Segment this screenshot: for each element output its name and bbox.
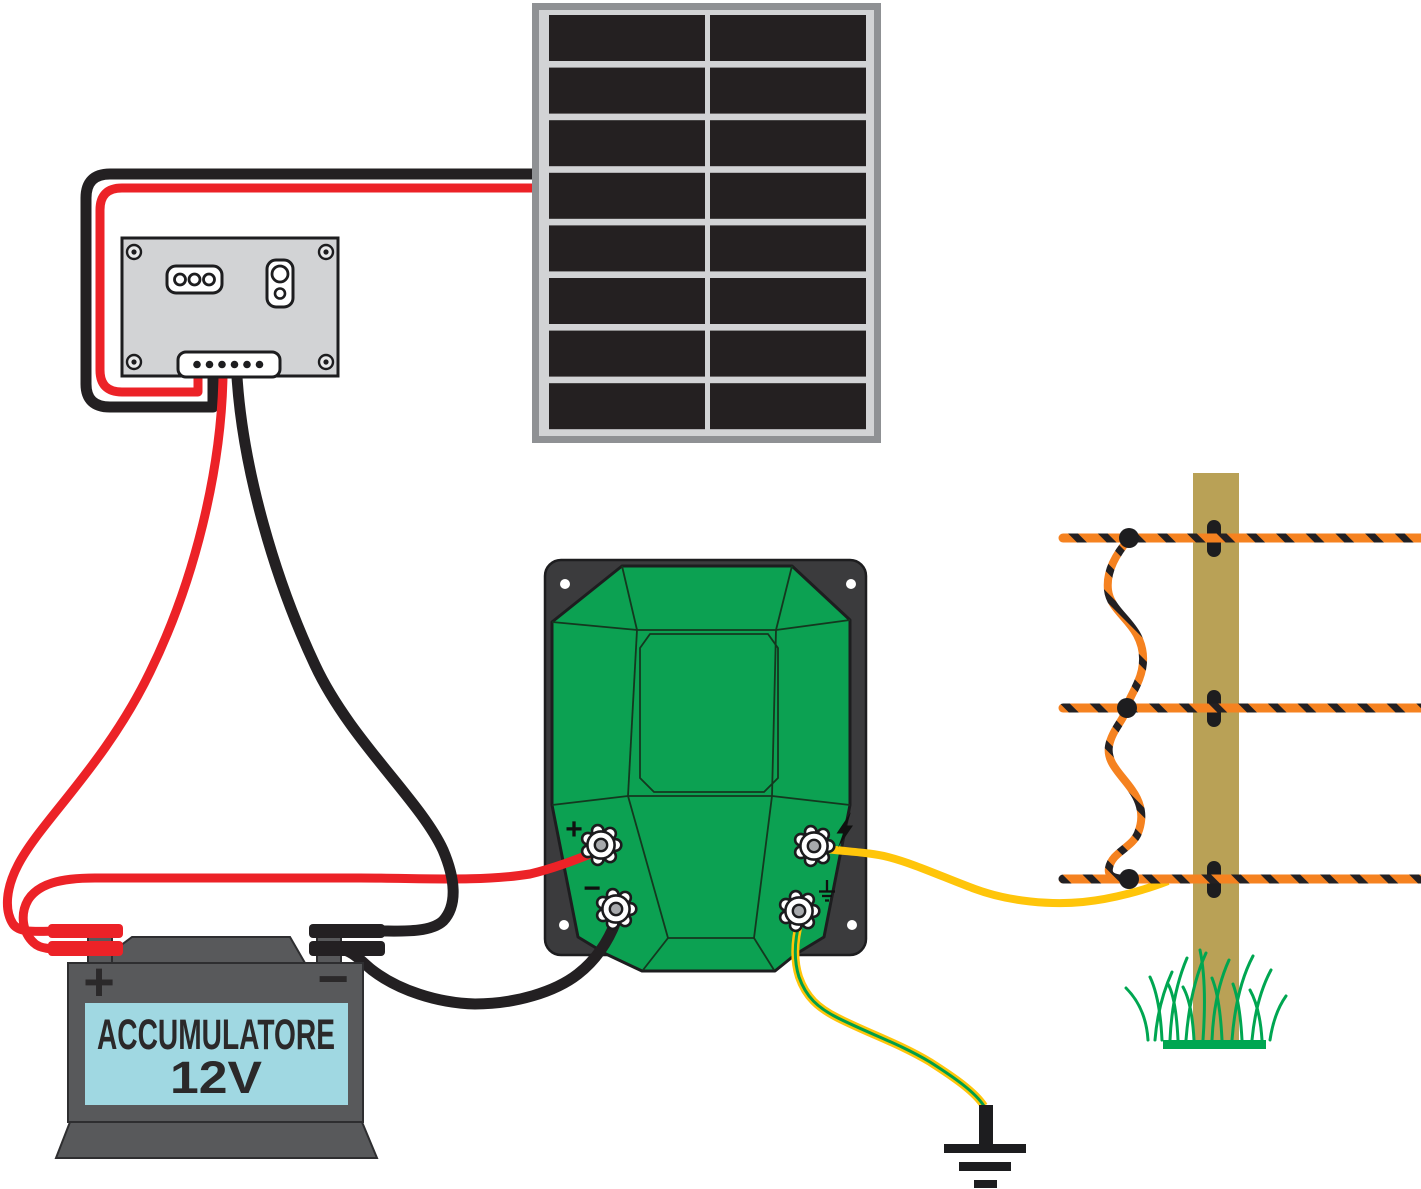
ground-rod-icon (944, 1105, 1026, 1188)
solar-cell (710, 15, 866, 61)
energizer-plus-label: + (565, 813, 583, 846)
energizer-battery-wire-black (338, 918, 622, 1010)
fence-wires (1058, 533, 1421, 884)
battery-base (54, 1121, 379, 1159)
solar-cell (710, 172, 866, 219)
solar-cell (710, 225, 866, 272)
solar-cell (549, 225, 705, 272)
fence-lead-wire-yellow (817, 844, 1170, 908)
battery-label (85, 1003, 348, 1105)
solar-cell (549, 330, 705, 377)
earth-wire-green-yellow (791, 918, 988, 1109)
grass-ground-strip (1163, 1040, 1266, 1049)
minus-clamp (309, 924, 385, 956)
controller-battery-wire-black (231, 376, 459, 937)
button-icon (270, 264, 290, 284)
solar-cell (549, 383, 705, 430)
energizer (543, 558, 868, 973)
energizer-facet-lines (551, 565, 851, 971)
led-indicator-icons (173, 272, 216, 287)
solar-cell (710, 383, 866, 430)
solar-panel (532, 3, 881, 443)
fence-post (1193, 473, 1239, 1044)
solar-cell (710, 330, 866, 377)
solar-cells (549, 15, 866, 430)
terminal-strip (176, 350, 282, 379)
plus-clamp (48, 924, 123, 956)
solar-cell (549, 172, 705, 219)
charge-controller (120, 236, 340, 379)
controller-screw-dots (131, 249, 329, 365)
energizer-screw-holes (559, 579, 857, 930)
fence-wire-junction-dots (1117, 528, 1139, 889)
terminal-strip-dots (193, 360, 264, 369)
battery-label-line2: 12V (170, 1052, 262, 1103)
controller-battery-wire-red (2, 376, 228, 936)
indicator-icon (273, 287, 287, 300)
battery-label-text: ACCUMULATORE 12V + − (83, 949, 349, 1103)
solar-cell (710, 120, 866, 167)
energizer-minus-label: − (583, 872, 601, 905)
battery-plus-symbol: + (83, 952, 115, 1012)
solar-wire-black (80, 168, 536, 413)
solar-cell (710, 278, 866, 324)
earth-wire-green-stripe (793, 919, 986, 1107)
solar-cell (549, 120, 705, 167)
energizer-battery-wire-red (18, 846, 600, 954)
fence-jumper-wire (1103, 535, 1148, 883)
solar-cell (549, 278, 705, 324)
solar-wire-red (95, 183, 536, 397)
battery-label-line1: ACCUMULATORE (97, 1011, 335, 1059)
electric-fence (1058, 473, 1421, 1044)
solar-cell (549, 67, 705, 114)
solar-input-wires (80, 168, 536, 413)
battery-lid (93, 936, 307, 964)
lightning-icon (836, 812, 853, 848)
earth-icon (819, 880, 835, 902)
battery: ACCUMULATORE 12V + − (48, 924, 385, 1159)
solar-cell (549, 15, 705, 61)
energizer-terminals: + − (565, 812, 853, 933)
grass (1124, 948, 1288, 1049)
solar-cell (710, 67, 866, 114)
battery-minus-symbol: − (317, 949, 349, 1009)
